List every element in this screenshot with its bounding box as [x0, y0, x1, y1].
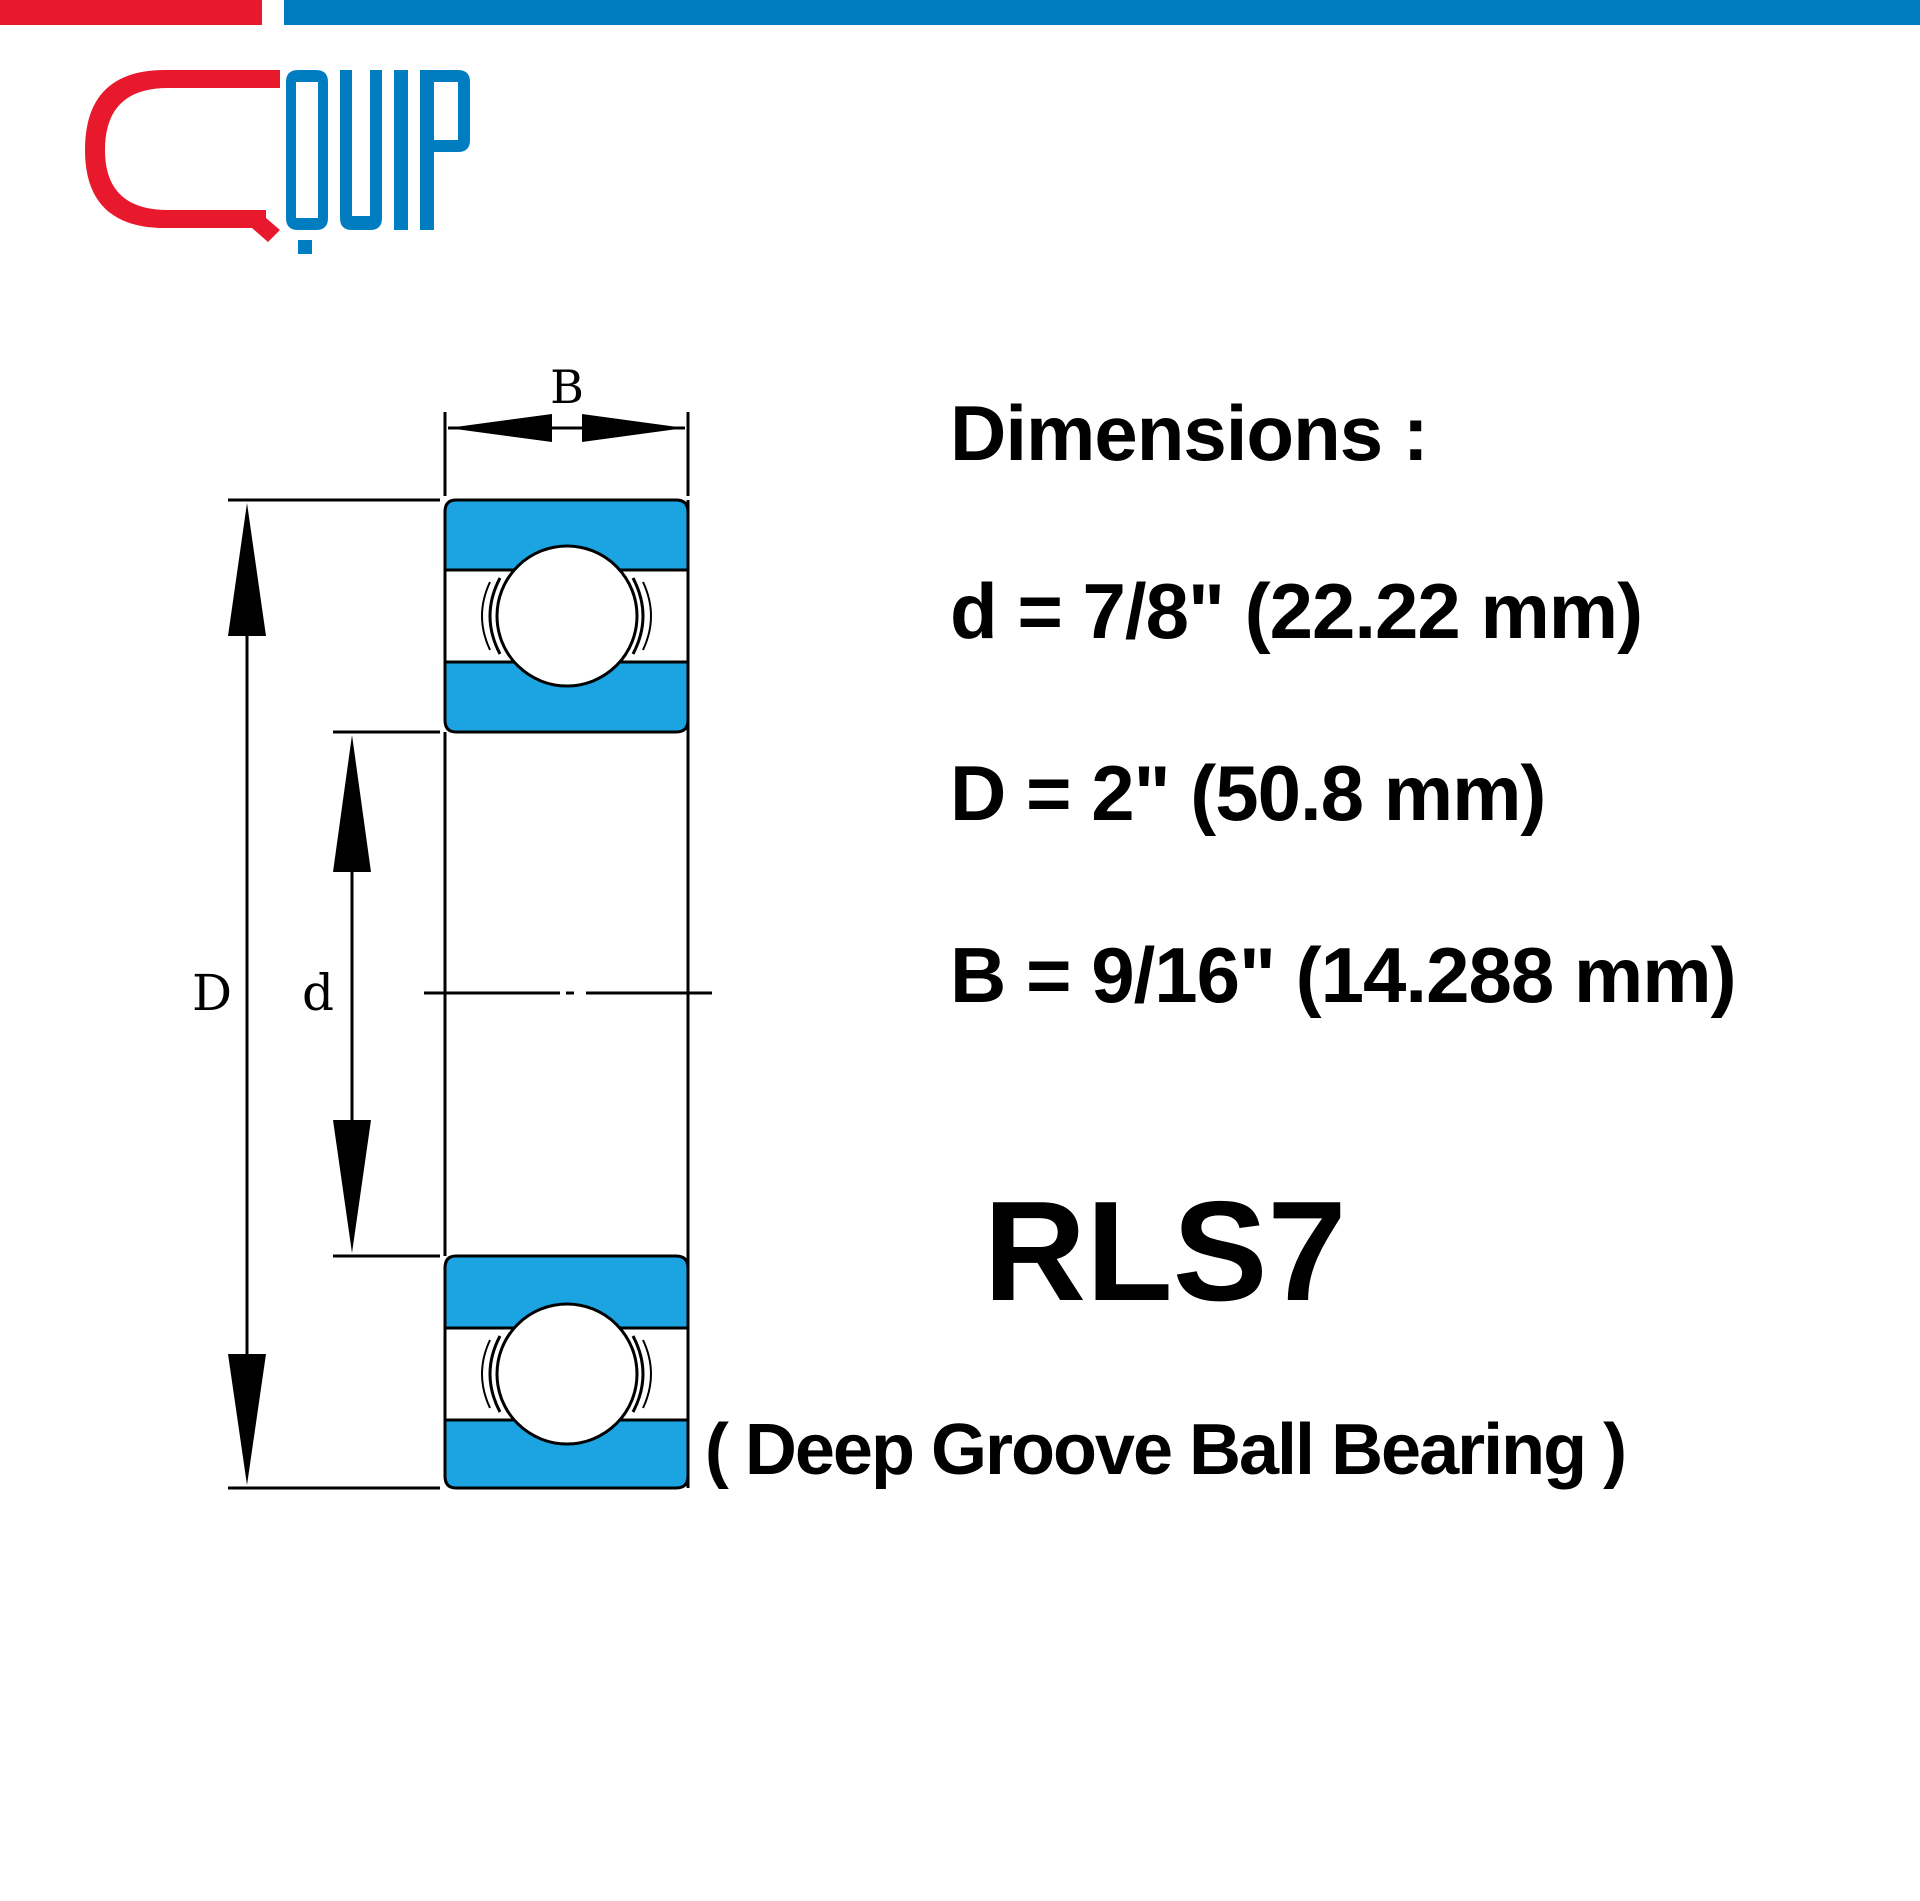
bearing-section-top — [443, 498, 690, 734]
top-bar-red — [0, 0, 262, 25]
label-b: B — [550, 360, 584, 414]
quip-logo — [85, 70, 470, 254]
outer-arrow-top — [228, 503, 266, 636]
spec-width: B = 9/16" (14.288 mm) — [950, 931, 1737, 1019]
ball-top — [495, 544, 639, 688]
dimensions-title: Dimensions : — [950, 389, 1429, 477]
spec-outer-diameter: D = 2" (50.8 mm) — [950, 749, 1546, 837]
bearing-type: ( Deep Groove Ball Bearing ) — [704, 1410, 1627, 1490]
label-inner-d: d — [302, 964, 334, 1022]
inner-arrow-bottom — [333, 1120, 371, 1253]
ball-bottom — [495, 1302, 639, 1446]
outer-diameter-dimension — [228, 498, 440, 1490]
label-outer-d: D — [192, 964, 232, 1022]
model-number: RLS7 — [983, 1172, 1347, 1331]
top-bar-blue — [284, 0, 1920, 25]
bearing-section-bottom — [443, 1254, 690, 1490]
width-arrow-left — [448, 414, 552, 442]
inner-diameter-dimension — [333, 730, 440, 1258]
inner-arrow-top — [333, 735, 371, 872]
spec-inner-diameter: d = 7/8" (22.22 mm) — [950, 567, 1643, 655]
dimensions-panel: Dimensions : d = 7/8" (22.22 mm) D = 2" … — [950, 388, 1890, 1112]
logo-uip-letters — [286, 70, 470, 254]
bearing-cross-section: B D d — [192, 360, 712, 1490]
logo-q-shape — [85, 70, 280, 242]
width-arrow-right — [582, 414, 685, 442]
outer-arrow-bottom — [228, 1354, 266, 1485]
